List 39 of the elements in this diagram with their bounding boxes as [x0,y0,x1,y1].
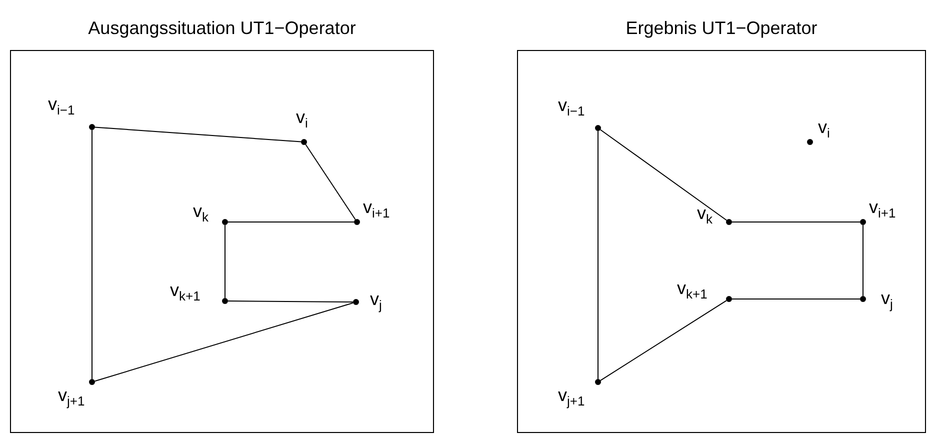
polygon-edge [224,224,226,298]
panel-title: Ergebnis UT1−Operator [624,18,818,39]
vertex-point [89,124,95,130]
polygon-edge [732,298,860,300]
panel-title: Ausgangssituation UT1−Operator [87,18,357,39]
vertex-label: v$_{k+1}$ [170,281,200,303]
polygon-edge [862,224,864,296]
polygon-edge [305,144,356,220]
vertex-label: v$_{i+1}$ [869,198,896,220]
vertex-label: v$_{j}$ [370,290,382,312]
vertex-label: v$_{i}$ [296,108,308,130]
vertex-point [353,299,359,305]
vertex-point [726,219,732,225]
vertex-point [301,139,307,145]
vertex-label: v$_{k}$ [193,202,208,224]
vertex-point [860,219,866,225]
vertex-point [807,139,813,145]
vertex-point [595,379,601,385]
vertex-label: v$_{i−1}$ [558,96,585,118]
vertex-label: v$_{j+1}$ [58,386,85,408]
vertex-label: v$_{j+1}$ [558,386,585,408]
vertex-point [89,379,95,385]
vertex-point [595,125,601,131]
vertex-point [354,219,360,225]
vertex-label: v$_{k}$ [697,204,712,226]
vertex-point [860,296,866,302]
vertex-point [726,296,732,302]
vertex-point [222,298,228,304]
polygon-edge [600,300,727,381]
polygon-edge [600,129,728,221]
vertex-point [222,219,228,225]
vertex-label: v$_{k+1}$ [677,279,708,301]
vertex-label: v$_{i−1}$ [48,95,75,117]
vertex-label: v$_{i}$ [818,118,830,140]
polygon-edge [94,302,354,382]
vertex-label: v$_{j}$ [881,289,893,311]
polygon-edge [228,300,354,302]
polygon-edge [94,126,302,142]
vertex-label: v$_{i+1}$ [363,198,390,220]
